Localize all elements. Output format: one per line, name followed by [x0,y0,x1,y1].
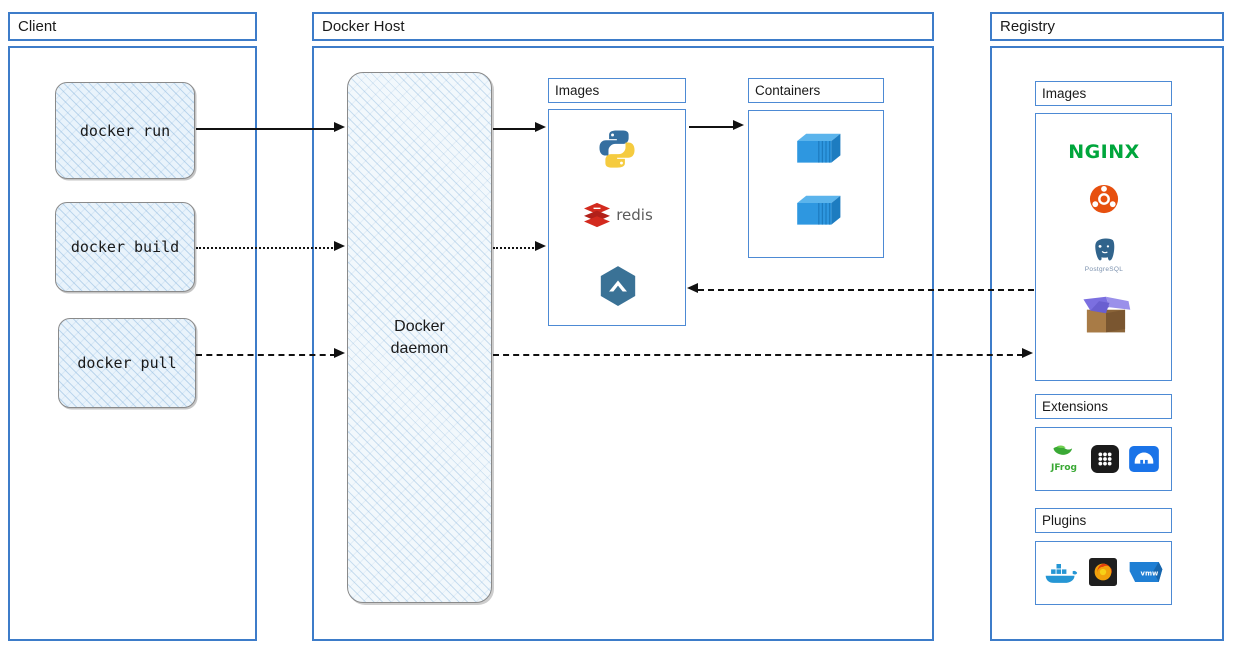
redis-logo [584,202,611,228]
connection-build-client-to-daemon [196,247,336,249]
docker-whale-logo-slot [1042,556,1080,590]
registry-extensions-title: Extensions [1035,394,1172,419]
vmware-logo-slot: vmw [1126,556,1166,588]
arrow-build-client-to-daemon [334,241,345,251]
panel-title-client-label: Client [18,18,57,35]
grid-app-logo [1091,445,1119,473]
command-docker-run[interactable]: docker run [55,82,195,179]
arrow-registry-images-to-host-images [687,283,698,293]
panel-title-docker-host: Docker Host [312,12,934,41]
mongodb-logo-slot [594,262,642,310]
docker-daemon-box[interactable]: Docker daemon [347,72,492,603]
postgresql-logo-label: PostgreSQL [1084,266,1124,273]
ubuntu-logo-slot [1087,182,1121,216]
container-box-1 [797,133,841,163]
arrow-run-client-to-daemon [334,122,345,132]
arrow-run-daemon-to-images [535,122,546,132]
connection-build-daemon-to-images [493,247,537,249]
panel-title-registry: Registry [990,12,1224,41]
jfrog-logo-slot: JFrog [1046,441,1082,477]
command-docker-pull-label: docker pull [77,354,177,372]
nginx-logo-slot: NGINX [1060,138,1148,166]
registry-images-title-label: Images [1042,86,1087,101]
panel-title-client: Client [8,12,257,41]
jfrog-logo-label: JFrog [1051,463,1077,473]
host-images-body [548,109,686,326]
grid-app-logo-slot [1089,443,1121,475]
portal-logo-slot [1128,443,1160,475]
mongodb-logo [600,266,636,306]
command-docker-run-label: docker run [79,121,171,140]
python-logo [599,130,635,168]
panel-title-registry-label: Registry [1000,18,1056,35]
svg-text:vmw: vmw [1141,570,1160,578]
connection-registry-images-to-host-images [698,289,1034,291]
container-box-2-slot [789,188,845,236]
host-images-title: Images [548,78,686,103]
registry-extensions-title-label: Extensions [1042,399,1109,414]
arrow-images-to-containers [733,120,744,130]
connection-pull-daemon-to-registry [493,354,1023,356]
connection-run-client-to-daemon [196,128,336,130]
ubuntu-logo [1089,184,1119,214]
portal-logo [1129,446,1159,472]
host-containers-title-label: Containers [755,83,821,98]
command-docker-build-label: docker build [70,238,180,256]
gopher-logo-slot [1087,556,1119,588]
host-images-title-label: Images [555,83,600,98]
container-box-1-slot [789,126,845,174]
package-box-logo-slot [1078,290,1134,340]
redis-logo-slot: redis [582,198,654,232]
nginx-logo: NGINX [1068,141,1140,163]
gopher-logo [1089,558,1117,586]
arrow-pull-client-to-daemon [334,348,345,358]
container-box-2 [797,195,841,225]
docker-daemon-line1: Docker [394,317,445,335]
panel-title-docker-host-label: Docker Host [322,18,405,35]
command-docker-build[interactable]: docker build [55,202,195,292]
connection-images-to-containers [689,126,735,128]
command-docker-pull[interactable]: docker pull [58,318,196,408]
registry-plugins-title: Plugins [1035,508,1172,533]
postgresql-logo [1095,238,1115,261]
docker-daemon-line2: daemon [390,339,449,357]
host-containers-title: Containers [748,78,884,103]
jfrog-logo [1053,445,1073,455]
vmware-logo: vmw [1129,562,1163,582]
registry-plugins-title-label: Plugins [1042,513,1087,528]
python-logo-slot [592,124,642,174]
connection-run-daemon-to-images [493,128,537,130]
package-box-logo [1083,296,1131,333]
arrow-build-daemon-to-images [535,241,546,251]
connection-pull-client-to-daemon [196,354,336,356]
docker-daemon-label: Docker daemon [391,316,449,359]
docker-whale-logo [1045,564,1078,583]
arrow-pull-daemon-to-registry [1022,348,1033,358]
postgresql-logo-slot: PostgreSQL [1080,232,1128,276]
redis-logo-label: redis [616,206,653,224]
registry-images-title: Images [1035,81,1172,106]
